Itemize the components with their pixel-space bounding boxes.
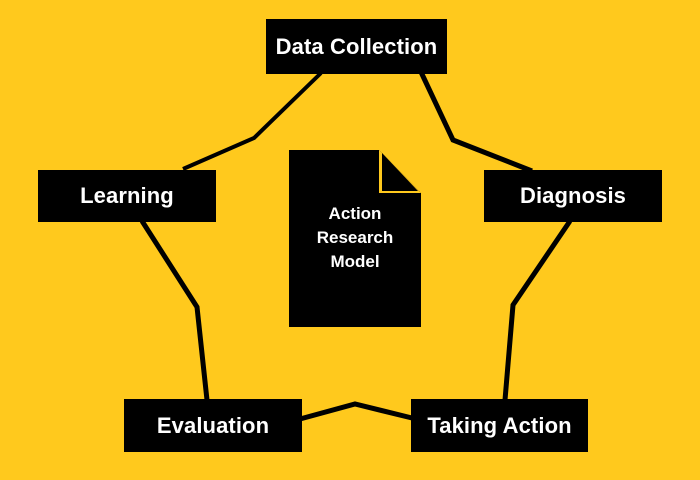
node-learning[interactable]: Learning (38, 170, 216, 222)
node-data-collection[interactable]: Data Collection (266, 19, 447, 74)
document-page-path (289, 150, 421, 327)
node-evaluation-label: Evaluation (156, 412, 270, 438)
center-label-line-1: Action (328, 204, 382, 223)
node-data-collection-label: Data Collection (275, 33, 438, 59)
node-taking-action-label: Taking Action (427, 412, 572, 438)
node-taking-action[interactable]: Taking Action (411, 399, 588, 452)
node-diagnosis[interactable]: Diagnosis (484, 170, 662, 222)
connector-learning-to-evaluation (139, 219, 210, 401)
connector-evaluation-to-taking-action (299, 401, 413, 422)
connector-data-collection-to-diagnosis (418, 70, 533, 174)
connector-data-collection-to-learning (182, 71, 323, 171)
center-label-line-3: Model (330, 252, 380, 272)
center-document-label: Action Research Model (289, 202, 421, 274)
node-evaluation[interactable]: Evaluation (124, 399, 302, 452)
document-folded-corner (382, 153, 418, 191)
node-learning-label: Learning (80, 183, 174, 208)
node-diagnosis-label: Diagnosis (519, 183, 627, 208)
center-label-line-2: Research (316, 228, 394, 248)
connector-diagnosis-to-taking-action (502, 219, 573, 401)
center-document-shape: Action Research Model (289, 150, 421, 327)
